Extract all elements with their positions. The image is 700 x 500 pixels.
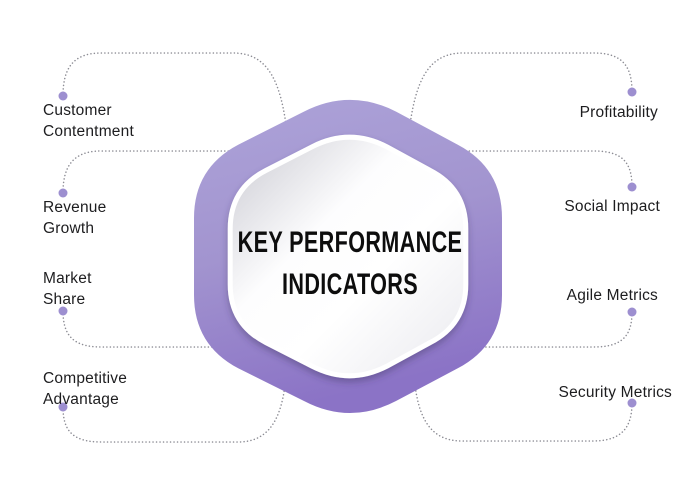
hexagon-inner (227, 134, 469, 379)
label-profitability: Profitability (579, 104, 658, 121)
connector-line-security-metrics (414, 384, 633, 442)
connector-dot-agile-metrics (627, 307, 637, 317)
connector-line-customer-contentment (62, 52, 287, 126)
connector-line-agile-metrics (449, 311, 633, 348)
connector-line-market-share (62, 310, 251, 348)
connector-dot-social-impact (627, 182, 637, 192)
connector-line-revenue-growth (62, 150, 251, 194)
connector-dot-customer-contentment (58, 91, 68, 101)
diagram-title-line2: INDICATORS (281, 268, 419, 301)
diagram-title-line1: KEY PERFORMANCE (237, 226, 463, 259)
connector-dot-market-share (58, 306, 68, 316)
connector-dot-security-metrics (627, 398, 637, 408)
connector-dot-competitive-advantage (58, 402, 68, 412)
label-market-share: Market Share (43, 270, 92, 308)
connector-dot-profitability (627, 87, 637, 97)
connector-line-profitability (409, 52, 633, 126)
label-agile-metrics: Agile Metrics (566, 287, 658, 304)
label-revenue-growth: Revenue Growth (43, 199, 107, 237)
connector-dot-revenue-growth (58, 188, 68, 198)
diagram-title: KEY PERFORMANCE INDICATORS (206, 222, 494, 306)
connector-line-social-impact (449, 150, 633, 188)
label-security-metrics: Security Metrics (558, 384, 672, 401)
label-customer-contentment: Customer Contentment (43, 102, 134, 140)
connector-line-competitive-advantage (62, 384, 286, 443)
label-social-impact: Social Impact (564, 198, 660, 215)
label-competitive-advantage: Competitive Advantage (43, 370, 128, 408)
